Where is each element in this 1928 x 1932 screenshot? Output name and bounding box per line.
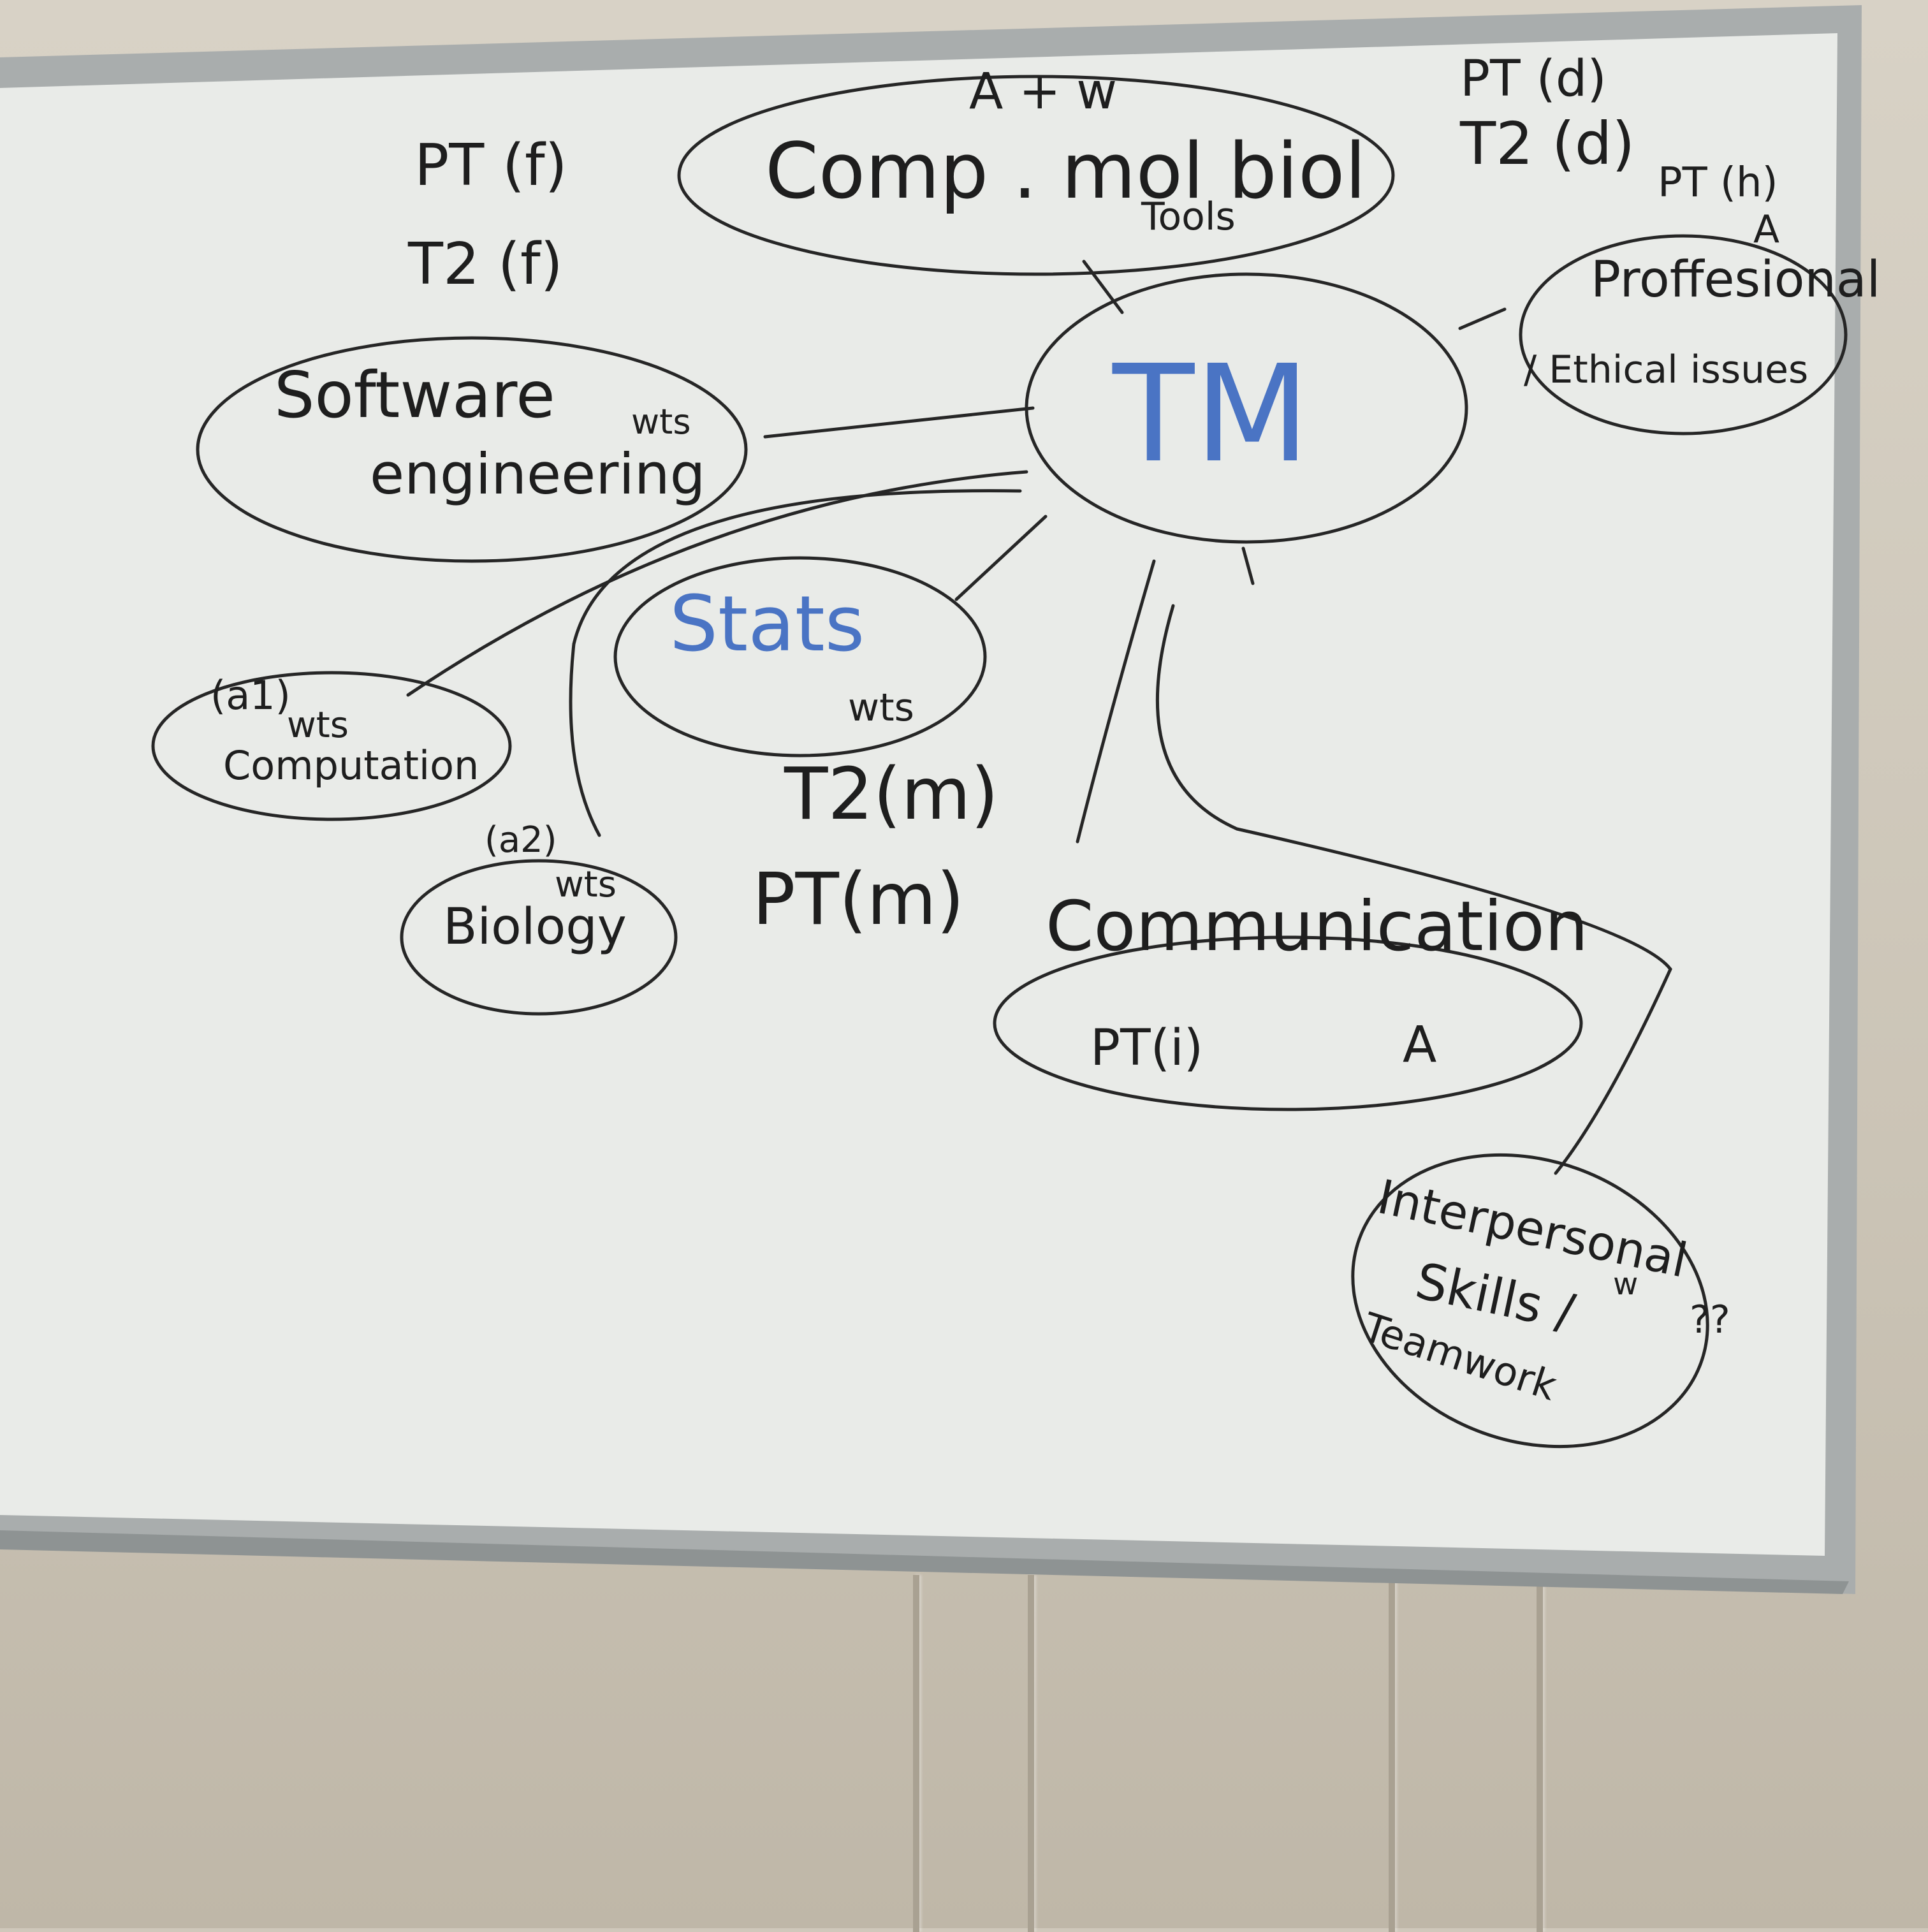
node-communication-pt: PT(i)	[1090, 1020, 1204, 1077]
connector-tm-interpersonal	[1156, 604, 1672, 1175]
node-professional-line1: Proffesional	[1591, 251, 1881, 309]
node-interpersonal-outline	[1351, 1153, 1709, 1449]
note-t2-f: T2 (f)	[408, 231, 563, 298]
wall-panel-line	[1537, 1575, 1543, 1932]
connector-tm-computation	[406, 470, 1028, 697]
node-professional-outline	[1519, 234, 1848, 435]
whiteboard-surface	[0, 33, 1837, 1556]
node-software-engineering-line2: engineering	[370, 441, 706, 507]
connector-tm-communication	[1076, 559, 1156, 844]
connector-tm-professional	[1458, 307, 1507, 330]
note-pt-h: PT (h)	[1658, 159, 1778, 207]
node-communication-label: Communication	[1046, 887, 1589, 967]
node-computation-ref: (a1)	[210, 672, 291, 719]
connector-tm-comp	[1082, 260, 1124, 314]
connector-tm-software	[763, 406, 1035, 439]
node-comp-mol-biol-below: Tools	[1141, 194, 1236, 239]
node-comp-mol-biol-above: A + w	[969, 63, 1118, 121]
node-software-engineering-outline	[196, 336, 748, 563]
node-biology-tag: wts	[555, 864, 617, 905]
node-tm-label: TM	[1113, 336, 1310, 492]
node-computation-outline	[151, 671, 512, 821]
node-interpersonal-extra: ??	[1690, 1298, 1730, 1342]
connector-tm-tick	[1241, 546, 1255, 585]
wall-panel-line	[913, 1575, 919, 1932]
node-professional-above: A	[1753, 207, 1780, 252]
note-pt-f: PT (f)	[414, 132, 567, 199]
connector-tm-stats	[954, 515, 1048, 601]
node-stats-outline	[613, 556, 987, 757]
wall-panel-line	[1389, 1575, 1395, 1932]
node-computation-tag: wts	[287, 705, 349, 746]
node-communication-outline	[993, 935, 1583, 1111]
connector-tm-biology	[569, 489, 1022, 837]
wall-panel-line	[1028, 1575, 1034, 1932]
node-professional-line2: / Ethical issues	[1524, 348, 1809, 392]
node-biology-ref: (a2)	[485, 819, 557, 861]
node-communication-tag: A	[1403, 1016, 1437, 1074]
node-comp-mol-biol-label: Comp . mol biol	[765, 128, 1366, 216]
node-biology-label: Biology	[443, 898, 627, 956]
node-comp-mol-biol-outline	[677, 75, 1395, 276]
node-biology-outline	[400, 859, 678, 1016]
node-software-engineering-line1: Software	[274, 358, 555, 432]
note-pt-d: PT (d)	[1460, 50, 1607, 108]
node-software-engineering-tag: wts	[631, 402, 691, 442]
node-stats-tag: wts	[848, 685, 914, 730]
node-stats-label: Stats	[669, 580, 865, 669]
note-t2-d: T2 (d)	[1460, 110, 1635, 178]
node-computation-label: Computation	[223, 742, 479, 789]
whiteboard-tray	[0, 1530, 1849, 1594]
node-interpersonal-tag: w	[1613, 1266, 1639, 1302]
note-t2-m: T2(m)	[784, 753, 999, 836]
note-pt-m: PT(m)	[752, 858, 965, 941]
